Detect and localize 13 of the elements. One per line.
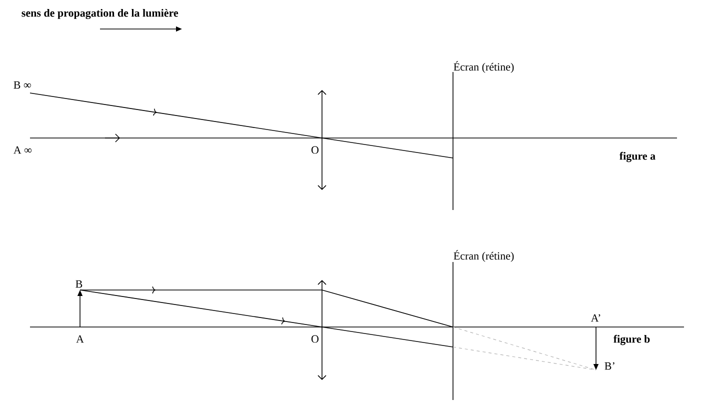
screen-label: Écran (rétine) <box>454 250 514 262</box>
figure-caption: figure b <box>613 334 650 346</box>
point-label: B ∞ <box>14 81 31 89</box>
point-label: B’ <box>604 362 614 370</box>
point-label: O <box>312 146 319 154</box>
direction-label: sens de propagation de la lumière <box>22 8 178 20</box>
point-label: A <box>76 335 84 343</box>
screen-label: Écran (rétine) <box>454 61 514 73</box>
point-label: A ∞ <box>14 146 32 154</box>
point-label: A’ <box>590 314 600 322</box>
figure-caption: figure a <box>619 152 656 162</box>
point-label: B <box>76 280 82 288</box>
point-label: O <box>312 335 319 343</box>
